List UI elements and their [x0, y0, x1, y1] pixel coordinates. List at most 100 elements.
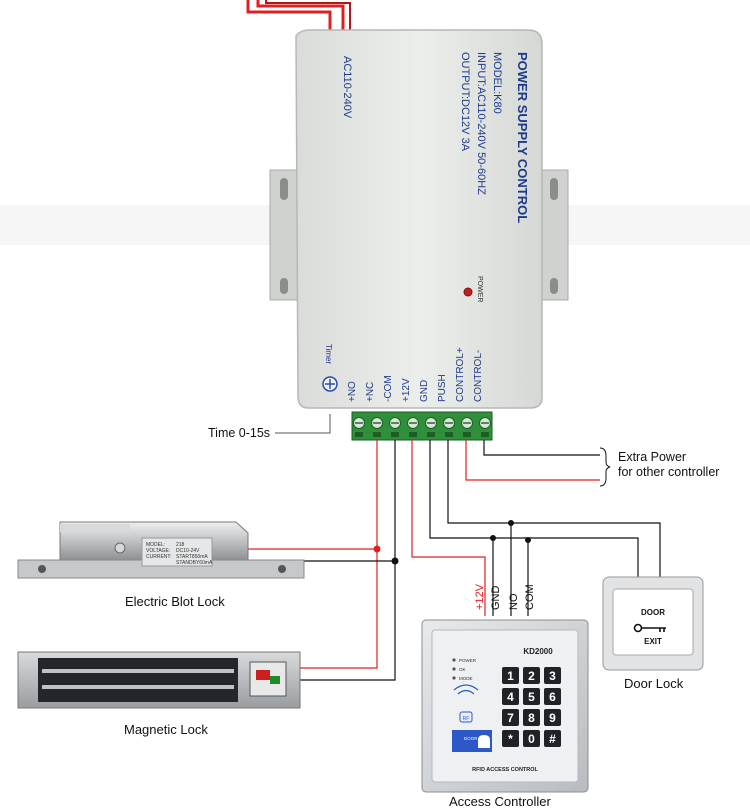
time-label: Time 0-15s	[208, 426, 270, 440]
time-leader-line	[275, 414, 331, 434]
terminal-labels: +NO +NC -COM +12V GND PUSH CONTROL+ CONTROL-	[347, 347, 484, 402]
keypad-key-label: 1	[507, 669, 514, 683]
bolt-plate-row1-label: MODEL:	[146, 542, 165, 548]
power-led	[463, 287, 473, 297]
keypad-key-label: 7	[507, 711, 514, 725]
bell-icon	[478, 735, 490, 748]
status-light-label: OK	[459, 667, 466, 672]
psu-label-block: POWER SUPPLY CONTROL MODEL:K80 INPUT:AC1…	[459, 52, 530, 223]
terminal-label: GND	[419, 380, 430, 402]
terminal-wire-port	[463, 432, 471, 437]
keypad-key[interactable]	[502, 709, 519, 726]
extra-power-label-line2: for other controller	[618, 465, 719, 479]
exit-button-line1: DOOR	[641, 608, 665, 617]
psu-title: POWER SUPPLY CONTROL	[515, 52, 530, 223]
psu-mounting-flange-left	[269, 169, 301, 301]
controller-wire-label: COM	[524, 584, 536, 610]
psu-input: INPUT:AC110-240V 50-60HZ	[475, 52, 487, 195]
terminal-label: +12V	[401, 378, 412, 402]
terminal-label: CONTROL+	[455, 347, 466, 402]
magnetic-lock	[17, 651, 301, 709]
keypad-key[interactable]	[544, 667, 561, 684]
keypad-footer: RFID ACCESS CONTROL	[472, 767, 538, 773]
key-icon	[633, 623, 666, 633]
keypad-status-lights: POWER OK MODE	[452, 658, 477, 681]
terminal-label: PUSH	[437, 374, 448, 402]
keypad-key[interactable]	[544, 730, 561, 747]
keypad-key-label: 2	[528, 669, 535, 683]
terminal-wire-port	[427, 432, 435, 437]
lock-wiring	[240, 440, 661, 681]
keypad-key-label: #	[549, 732, 556, 746]
terminal-label: -COM	[383, 375, 394, 402]
keypad-model: KD2000	[523, 647, 553, 656]
terminal-wire-port	[481, 432, 489, 437]
keypad-key-label: 9	[549, 711, 556, 725]
electric-bolt-lock: MODEL: 218 VOLTAGE: DC10-24V CURRENT: ST…	[17, 521, 305, 579]
extra-power-label-line1: Extra Power	[618, 450, 686, 464]
controller-wire-label: +12V	[474, 583, 486, 610]
terminal-wire-port	[391, 432, 399, 437]
keypad-key-label: 4	[507, 690, 514, 704]
bolt-plate-row1-value: 218	[176, 542, 185, 548]
keypad-key-label: 5	[528, 690, 535, 704]
bolt-plate-row2-label: VOLTAGE:	[146, 548, 170, 554]
keypad-key[interactable]	[544, 688, 561, 705]
timer-label: Timer	[324, 344, 333, 364]
door-exit-button[interactable]: DOOR EXIT	[602, 576, 704, 671]
doorbell-label: DOOR BELL	[464, 736, 490, 741]
keypad-key[interactable]	[502, 688, 519, 705]
keypad-key[interactable]	[544, 709, 561, 726]
status-light-label: MODE	[459, 676, 473, 681]
psu-output: OUTPUT:DC12V 3A	[459, 52, 471, 152]
magnetic-lock-caption: Magnetic Lock	[124, 722, 208, 737]
psu-ac-label: AC110-240V	[341, 56, 353, 119]
electric-bolt-lock-caption: Electric Blot Lock	[125, 594, 225, 609]
keypad-key-label: 6	[549, 690, 556, 704]
exit-button-line2: EXIT	[644, 637, 662, 646]
keypad-key-label: 8	[528, 711, 535, 725]
bolt-plate-row3-value: START850mA	[176, 554, 208, 560]
ac-input-wires	[246, 0, 351, 38]
controller-wire-label: NO	[508, 593, 520, 610]
door-lock-caption: Door Lock	[624, 676, 684, 691]
controller-wire-label: GND	[490, 586, 502, 611]
bolt-plate-row3-label: CURRENT:	[146, 554, 171, 560]
psu-body	[295, 29, 543, 409]
extra-power-wires	[465, 440, 611, 487]
status-light	[452, 658, 456, 662]
terminal-wire-port	[355, 432, 363, 437]
keypad-key[interactable]	[502, 730, 519, 747]
bolt-plate-row2-value: DC10-24V	[176, 548, 200, 554]
status-light	[452, 667, 456, 671]
terminal-label: +NO	[347, 381, 358, 402]
terminal-block	[351, 411, 493, 441]
keypad-key-label: *	[508, 732, 513, 746]
keypad-key[interactable]	[523, 688, 540, 705]
psu-mounting-flange-right	[539, 169, 569, 301]
access-controller-caption: Access Controller	[449, 794, 551, 809]
terminal-label: +NC	[365, 382, 376, 402]
keypad-key-label: 0	[528, 732, 535, 746]
keypad-key[interactable]	[523, 730, 540, 747]
keypad-key-label: 3	[549, 669, 556, 683]
terminal-label: CONTROL-	[473, 350, 484, 402]
terminal-wire-port	[373, 432, 381, 437]
controller-wire-labels: +12V GND NO COM	[474, 583, 536, 610]
keypad-key[interactable]	[523, 709, 540, 726]
rf-label: RF	[463, 716, 470, 722]
rf-wave-icon	[453, 684, 479, 723]
bolt-plate-row4-value: STANDBY60mA	[176, 560, 213, 566]
timer-potentiometer[interactable]	[322, 376, 338, 392]
keypad-key[interactable]	[502, 667, 519, 684]
psu-model: MODEL:K80	[491, 52, 503, 114]
terminal-wire-port	[409, 432, 417, 437]
status-light	[452, 676, 456, 680]
keypad-key[interactable]	[523, 667, 540, 684]
terminal-wire-port	[445, 432, 453, 437]
power-led-label: POWER	[476, 276, 483, 302]
status-light-label: POWER	[459, 658, 477, 663]
